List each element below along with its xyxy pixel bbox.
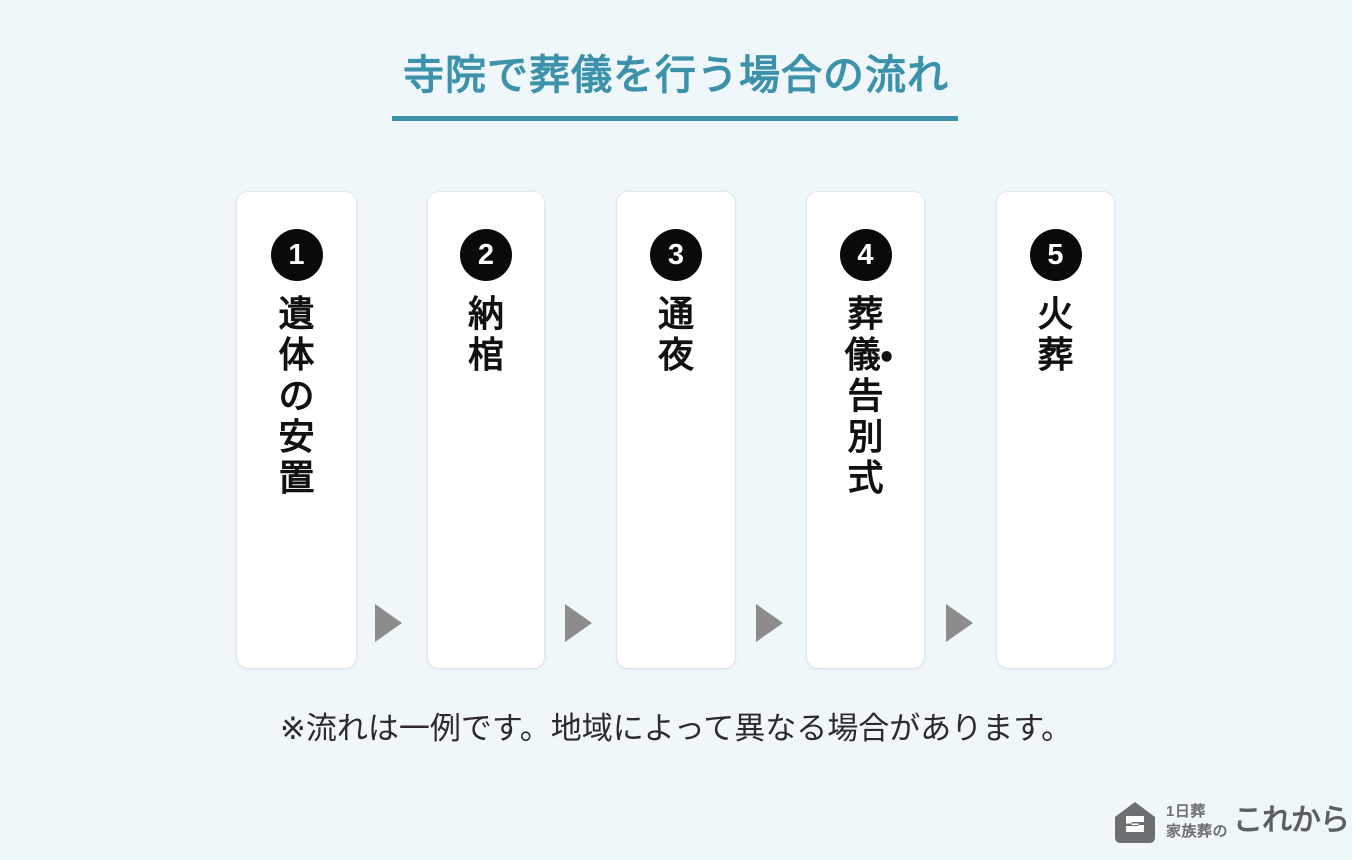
triangle-right-icon [565,604,592,642]
flow-step-card-3[interactable]: 3 通夜 [617,192,735,668]
flow-step-card-2[interactable]: 2 納棺 [428,192,544,668]
triangle-right-icon [946,604,973,642]
step-number-badge-1: 1 [270,229,323,281]
logo-subtext-line1: 1日葬 [1166,802,1206,820]
step-label-4: 葬儀・告別式 [844,293,893,499]
logo-brand-name: これから [1233,803,1350,837]
logo-subtext-line2: 家族葬の [1166,823,1229,840]
step-label-3: 通夜 [657,293,694,376]
step-number-badge-2: 2 [460,229,512,281]
step-label-5: 火葬 [1037,293,1074,376]
step-number-badge-5: 5 [1029,229,1082,281]
funeral-flow-diagram: 1 遺体の安置 2 納棺 3 通夜 4 葬儀・告別式 5 火葬 [0,192,1352,668]
brand-logo: 1日葬 家族葬の これから [1113,798,1350,846]
step-label-2: 納棺 [467,293,504,376]
title-underline-rule [392,116,958,121]
house-ko-logo-icon [1113,801,1157,844]
page-title-block: 寺院で葬儀を行う場合の流れ [0,52,1352,99]
triangle-right-icon [756,604,783,642]
page-title: 寺院で葬儀を行う場合の流れ [403,52,949,98]
disclaimer-note: ※流れは一例です。地域によって異なる場合があります。 [279,711,1073,746]
step-number-badge-3: 3 [650,229,702,281]
flow-step-card-5[interactable]: 5 火葬 [997,192,1114,668]
triangle-right-icon [375,604,402,642]
step-label-1: 遺体の安置 [278,293,315,499]
flow-step-card-4[interactable]: 4 葬儀・告別式 [807,192,924,668]
flow-step-card-1[interactable]: 1 遺体の安置 [237,192,356,668]
logo-subtext: 1日葬 家族葬の [1166,802,1228,843]
step-number-badge-4: 4 [839,229,892,281]
